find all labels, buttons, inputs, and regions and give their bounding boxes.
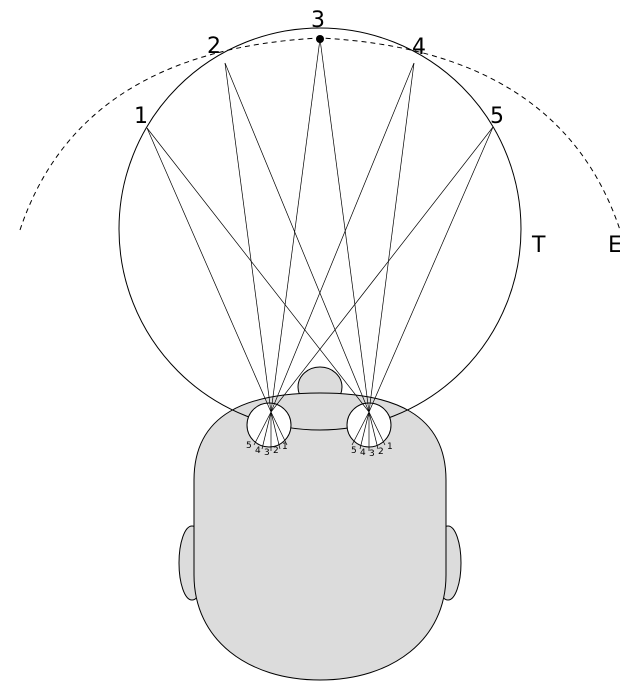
point-3-label: 3 <box>311 8 325 33</box>
right-retina-labels: 5 4 3 2 1 <box>351 442 393 459</box>
retina-line <box>270 411 281 450</box>
left-retina-label: 5 <box>246 441 252 451</box>
retina-line <box>368 411 379 450</box>
left-retina-label: 2 <box>273 446 279 456</box>
retina-line <box>359 411 370 450</box>
visual-line <box>270 126 494 413</box>
left-retina-label: 1 <box>282 442 288 452</box>
right-retina-label: 3 <box>369 449 375 459</box>
left-retina-label: 4 <box>255 446 261 456</box>
visual-line <box>319 38 370 413</box>
visual-line <box>146 127 370 413</box>
right-retina-label: 2 <box>378 447 384 457</box>
left-eye <box>246 402 292 448</box>
visual-line <box>270 62 415 413</box>
point-2-label: 2 <box>207 34 221 59</box>
visual-line <box>224 62 272 413</box>
visual-line <box>224 62 370 413</box>
point-4-label: 4 <box>412 35 426 60</box>
left-retina-labels: 5 4 3 2 1 <box>246 441 288 458</box>
curve-E-label: E <box>608 233 620 258</box>
retina-line <box>351 411 370 446</box>
retina-line <box>270 411 288 446</box>
retina-line <box>368 411 386 446</box>
visual-line <box>368 126 494 413</box>
left-retina-label: 3 <box>264 448 270 458</box>
visual-line <box>368 62 415 413</box>
right-retina-label: 5 <box>351 446 357 456</box>
right-retina-label: 1 <box>387 442 393 452</box>
retina-line <box>261 411 272 450</box>
head <box>178 366 462 681</box>
curve-E-dashed <box>19 37 620 231</box>
visual-line <box>270 38 321 413</box>
visual-lines <box>146 38 494 413</box>
retina-line <box>253 411 272 446</box>
visual-line <box>146 127 272 413</box>
retina-lines <box>253 411 386 451</box>
fixation-point-dot <box>316 35 324 43</box>
circle-T <box>118 27 522 431</box>
head-shape <box>193 392 447 681</box>
right-retina-label: 4 <box>360 448 366 458</box>
circle-T-label: T <box>531 233 546 258</box>
point-5-label: 5 <box>490 104 504 129</box>
point-1-label: 1 <box>134 104 148 129</box>
